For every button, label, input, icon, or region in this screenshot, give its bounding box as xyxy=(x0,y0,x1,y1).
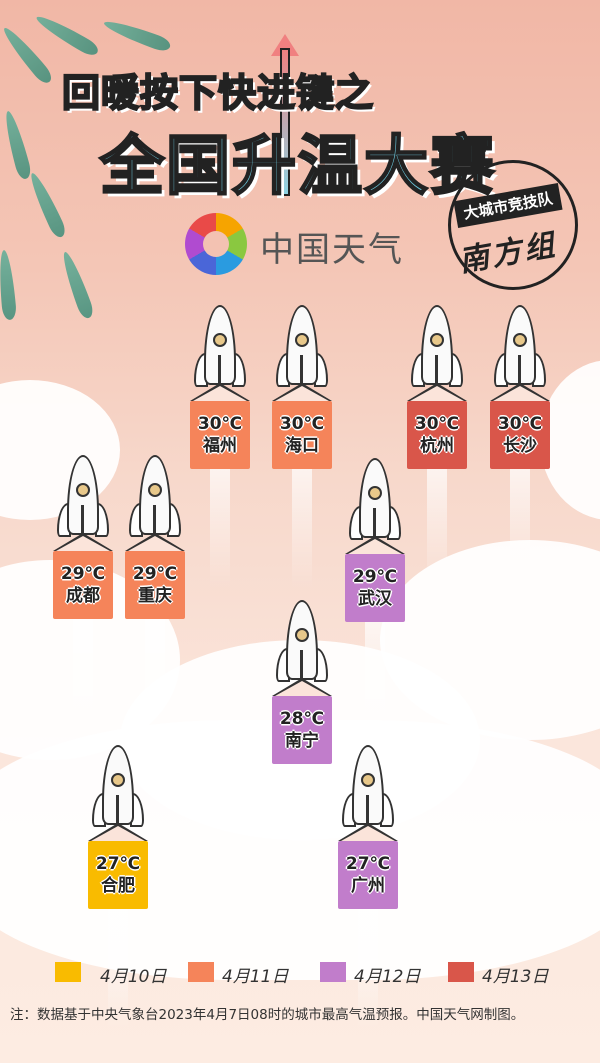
willow-leaf-icon xyxy=(101,16,173,54)
city-name: 长沙 xyxy=(503,436,537,456)
group-badge xyxy=(448,160,578,290)
city-name: 海口 xyxy=(285,436,319,456)
title-line2: 全国升温大赛 xyxy=(99,129,496,206)
city-temp: 29℃ xyxy=(352,567,398,587)
rocket-window xyxy=(111,773,125,787)
city-flag: 29℃ 重庆 xyxy=(125,551,185,619)
rocket-trail xyxy=(365,622,385,742)
flag-hanger xyxy=(490,383,550,401)
title-line1: 回暖按下快进键之 xyxy=(61,70,375,116)
rocket-window xyxy=(513,333,527,347)
city-name: 成都 xyxy=(66,586,100,606)
rocket-window xyxy=(76,483,90,497)
flag-hanger xyxy=(190,383,250,401)
flag-hanger xyxy=(53,533,113,551)
rocket-trail xyxy=(292,469,312,589)
city-temp: 29℃ xyxy=(132,564,178,584)
city-name: 南宁 xyxy=(285,731,319,751)
rocket-trail xyxy=(427,469,447,589)
willow-leaf-icon xyxy=(0,23,55,87)
rocket-trail xyxy=(73,619,93,739)
city-temp: 27℃ xyxy=(95,854,141,874)
cloud xyxy=(0,380,120,520)
city-name: 重庆 xyxy=(138,586,172,606)
rocket-window xyxy=(295,333,309,347)
flag-hanger xyxy=(345,536,405,554)
flag-hanger xyxy=(272,678,332,696)
rocket-trail xyxy=(292,764,312,884)
flag-pole xyxy=(81,505,84,545)
city-name: 武汉 xyxy=(358,589,392,609)
legend: 4月10日 4月11日 4月12日 4月13日 xyxy=(0,962,600,987)
flag-hanger xyxy=(88,823,148,841)
city-temp: 30℃ xyxy=(414,414,460,434)
rocket-trail xyxy=(210,469,230,589)
city-temp: 29℃ xyxy=(60,564,106,584)
flag-pole xyxy=(218,355,221,395)
rocket-window xyxy=(430,333,444,347)
legend-label: 4月13日 xyxy=(482,967,549,987)
legend-swatch xyxy=(448,962,474,982)
city-temp: 30℃ xyxy=(279,414,325,434)
up-arrow-icon xyxy=(271,34,299,56)
flag-hanger xyxy=(407,383,467,401)
flag-hanger xyxy=(125,533,185,551)
city-flag: 29℃ 武汉 xyxy=(345,554,405,622)
rocket-trail xyxy=(145,619,165,739)
legend-label: 4月11日 xyxy=(222,967,289,987)
flag-pole xyxy=(518,355,521,395)
city-temp: 30℃ xyxy=(497,414,543,434)
rocket-trail xyxy=(510,469,530,589)
rocket-window xyxy=(213,333,227,347)
flag-pole xyxy=(373,508,376,548)
city-flag: 30℃ 海口 xyxy=(272,401,332,469)
legend-swatch xyxy=(320,962,346,982)
legend-swatch xyxy=(188,962,214,982)
flag-pole xyxy=(300,355,303,395)
willow-leaf-icon xyxy=(1,109,33,181)
flag-pole xyxy=(435,355,438,395)
city-temp: 30℃ xyxy=(197,414,243,434)
rocket-trail xyxy=(358,909,378,1029)
brand-name: 中国天气 xyxy=(260,230,404,270)
city-flag: 27℃ 合肥 xyxy=(88,841,148,909)
city-flag: 30℃ 福州 xyxy=(190,401,250,469)
rocket-window xyxy=(295,628,309,642)
city-temp: 27℃ xyxy=(345,854,391,874)
legend-label: 4月12日 xyxy=(354,967,421,987)
rocket-trail xyxy=(108,909,128,1029)
flag-pole xyxy=(153,505,156,545)
city-flag: 28℃ 南宁 xyxy=(272,696,332,764)
city-name: 杭州 xyxy=(420,436,454,456)
footnote: 注：数据基于中央气象台2023年4月7日08时的城市最高气温预报。中国天气网制图… xyxy=(10,1007,525,1023)
china-weather-logo-icon xyxy=(185,213,247,275)
up-arrow-shaft xyxy=(280,48,290,196)
city-flag: 27℃ 广州 xyxy=(338,841,398,909)
rocket-window xyxy=(361,773,375,787)
rocket-window xyxy=(368,486,382,500)
legend-label: 4月10日 xyxy=(100,967,167,987)
rocket-window xyxy=(148,483,162,497)
city-flag: 29℃ 成都 xyxy=(53,551,113,619)
city-name: 广州 xyxy=(351,876,385,896)
legend-swatch xyxy=(55,962,81,982)
flag-pole xyxy=(366,795,369,835)
willow-leaf-icon xyxy=(58,249,96,321)
city-flag: 30℃ 长沙 xyxy=(490,401,550,469)
flag-hanger xyxy=(338,823,398,841)
willow-leaf-icon xyxy=(0,249,18,321)
flag-pole xyxy=(116,795,119,835)
willow-leaf-icon xyxy=(33,11,101,59)
willow-leaf-icon xyxy=(25,170,69,240)
flag-pole xyxy=(300,650,303,690)
flag-hanger xyxy=(272,383,332,401)
city-name: 福州 xyxy=(203,436,237,456)
city-flag: 30℃ 杭州 xyxy=(407,401,467,469)
city-temp: 28℃ xyxy=(279,709,325,729)
city-name: 合肥 xyxy=(101,876,135,896)
